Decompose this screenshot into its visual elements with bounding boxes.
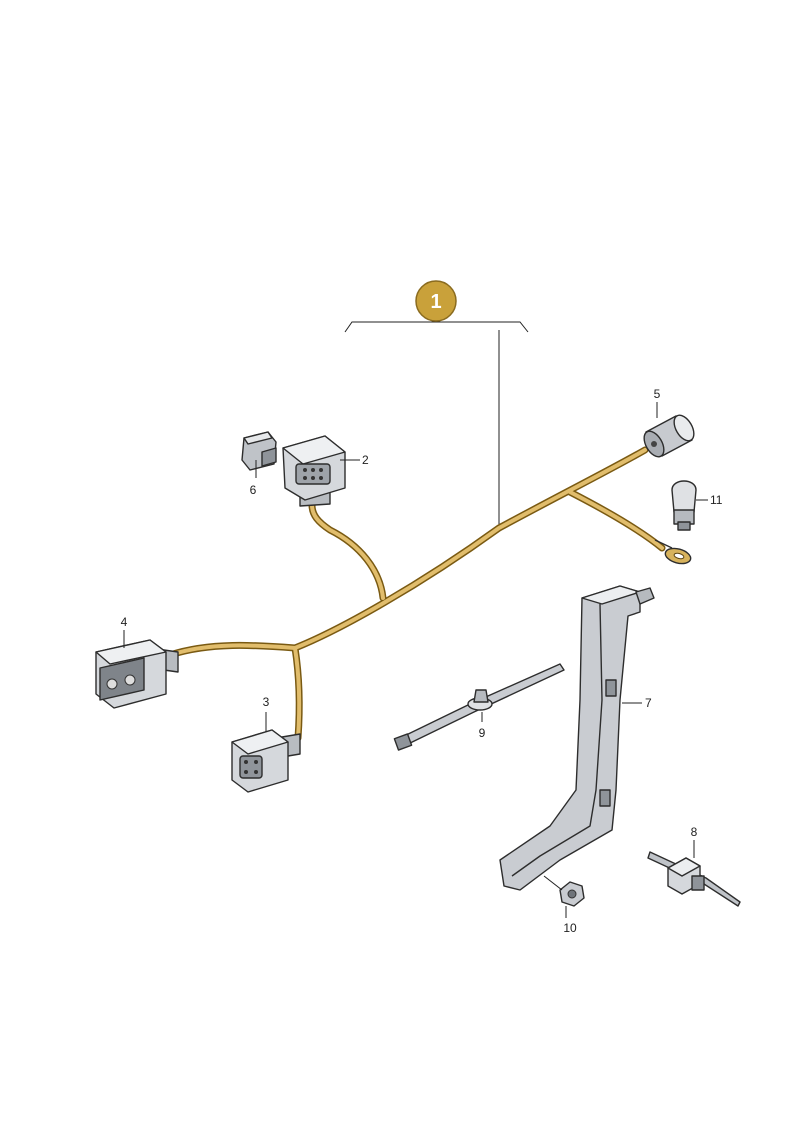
callout-8[interactable]: 8 [691, 825, 698, 839]
callout-7[interactable]: 7 [645, 696, 652, 710]
ring-terminal[interactable] [654, 539, 692, 566]
clip-part-6[interactable] [241, 431, 277, 471]
callout-6[interactable]: 6 [250, 483, 257, 497]
leader-lines [123, 402, 708, 918]
callout-3[interactable]: 3 [263, 695, 270, 709]
callout-5[interactable]: 5 [654, 387, 661, 401]
connector-part-3[interactable] [231, 729, 301, 793]
retainer-part-8[interactable] [647, 851, 741, 907]
connector-part-4[interactable] [95, 639, 179, 709]
cable-tie-part-9[interactable] [393, 663, 565, 751]
callout-11[interactable]: 11 [710, 493, 723, 507]
callout-2[interactable]: 2 [362, 453, 369, 467]
assembly-bracket [344, 321, 529, 525]
connector-part-2[interactable] [282, 435, 346, 507]
assembly-badge[interactable]: 1 [415, 280, 457, 322]
callout-10[interactable]: 10 [563, 921, 577, 935]
wiring-harness[interactable] [166, 446, 666, 742]
bracket-part-7[interactable] [499, 585, 655, 891]
assembly-badge-label: 1 [430, 291, 441, 313]
callout-4[interactable]: 4 [121, 615, 128, 629]
nut-part-10[interactable] [559, 881, 585, 907]
callout-9[interactable]: 9 [479, 726, 486, 740]
plug-part-11[interactable] [671, 480, 697, 531]
sensor-part-5[interactable] [640, 412, 698, 460]
